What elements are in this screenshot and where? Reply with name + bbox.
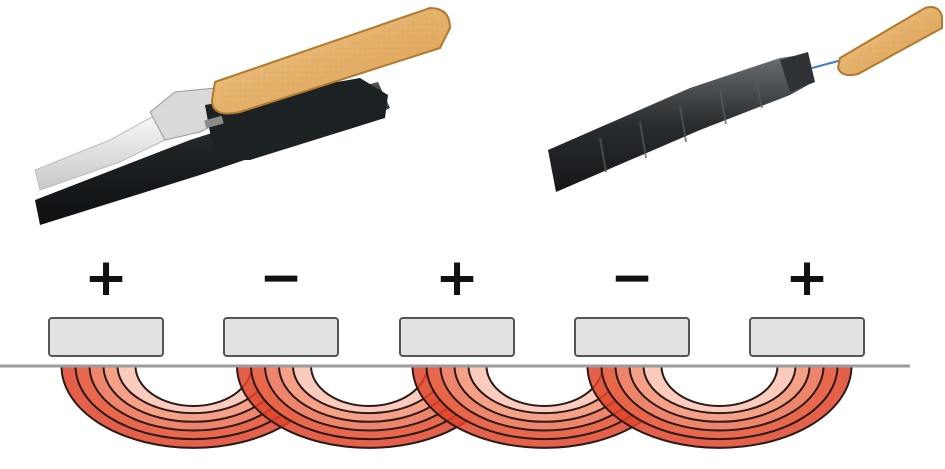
catheter-pin xyxy=(204,115,224,129)
electrode-5 xyxy=(749,317,865,357)
field-line xyxy=(642,365,797,415)
endoscope-paddle-grid xyxy=(848,15,936,69)
endoscope-texture xyxy=(599,75,763,173)
catheter-photo xyxy=(34,6,452,225)
electrode-1 xyxy=(48,317,164,357)
electric-field-lines xyxy=(60,365,853,449)
polarity-label-3: + xyxy=(435,248,479,308)
field-core xyxy=(135,366,252,407)
field-line xyxy=(600,365,839,441)
polarity-label-5: + xyxy=(785,248,829,308)
field-core xyxy=(311,366,427,406)
electrode-array xyxy=(48,317,865,357)
endoscope-wire xyxy=(811,59,843,69)
electrode-2 xyxy=(223,317,339,357)
endoscope-shaft xyxy=(548,55,808,192)
field-line xyxy=(660,365,779,407)
field-line xyxy=(628,365,811,423)
field-line xyxy=(614,365,825,432)
polarity-label-1: + xyxy=(84,248,128,308)
paddle-electrode-grid xyxy=(222,16,440,106)
field-core xyxy=(661,366,778,407)
polarity-label-4: − xyxy=(610,248,654,308)
endoscope-photo xyxy=(548,6,943,192)
field-core xyxy=(486,366,603,407)
polarity-label-2: − xyxy=(259,248,303,308)
endoscope-tip xyxy=(780,52,815,92)
electrode-4 xyxy=(574,317,690,357)
field-arc-group xyxy=(586,365,853,449)
field-line xyxy=(586,365,853,449)
electrode-3 xyxy=(399,317,515,357)
